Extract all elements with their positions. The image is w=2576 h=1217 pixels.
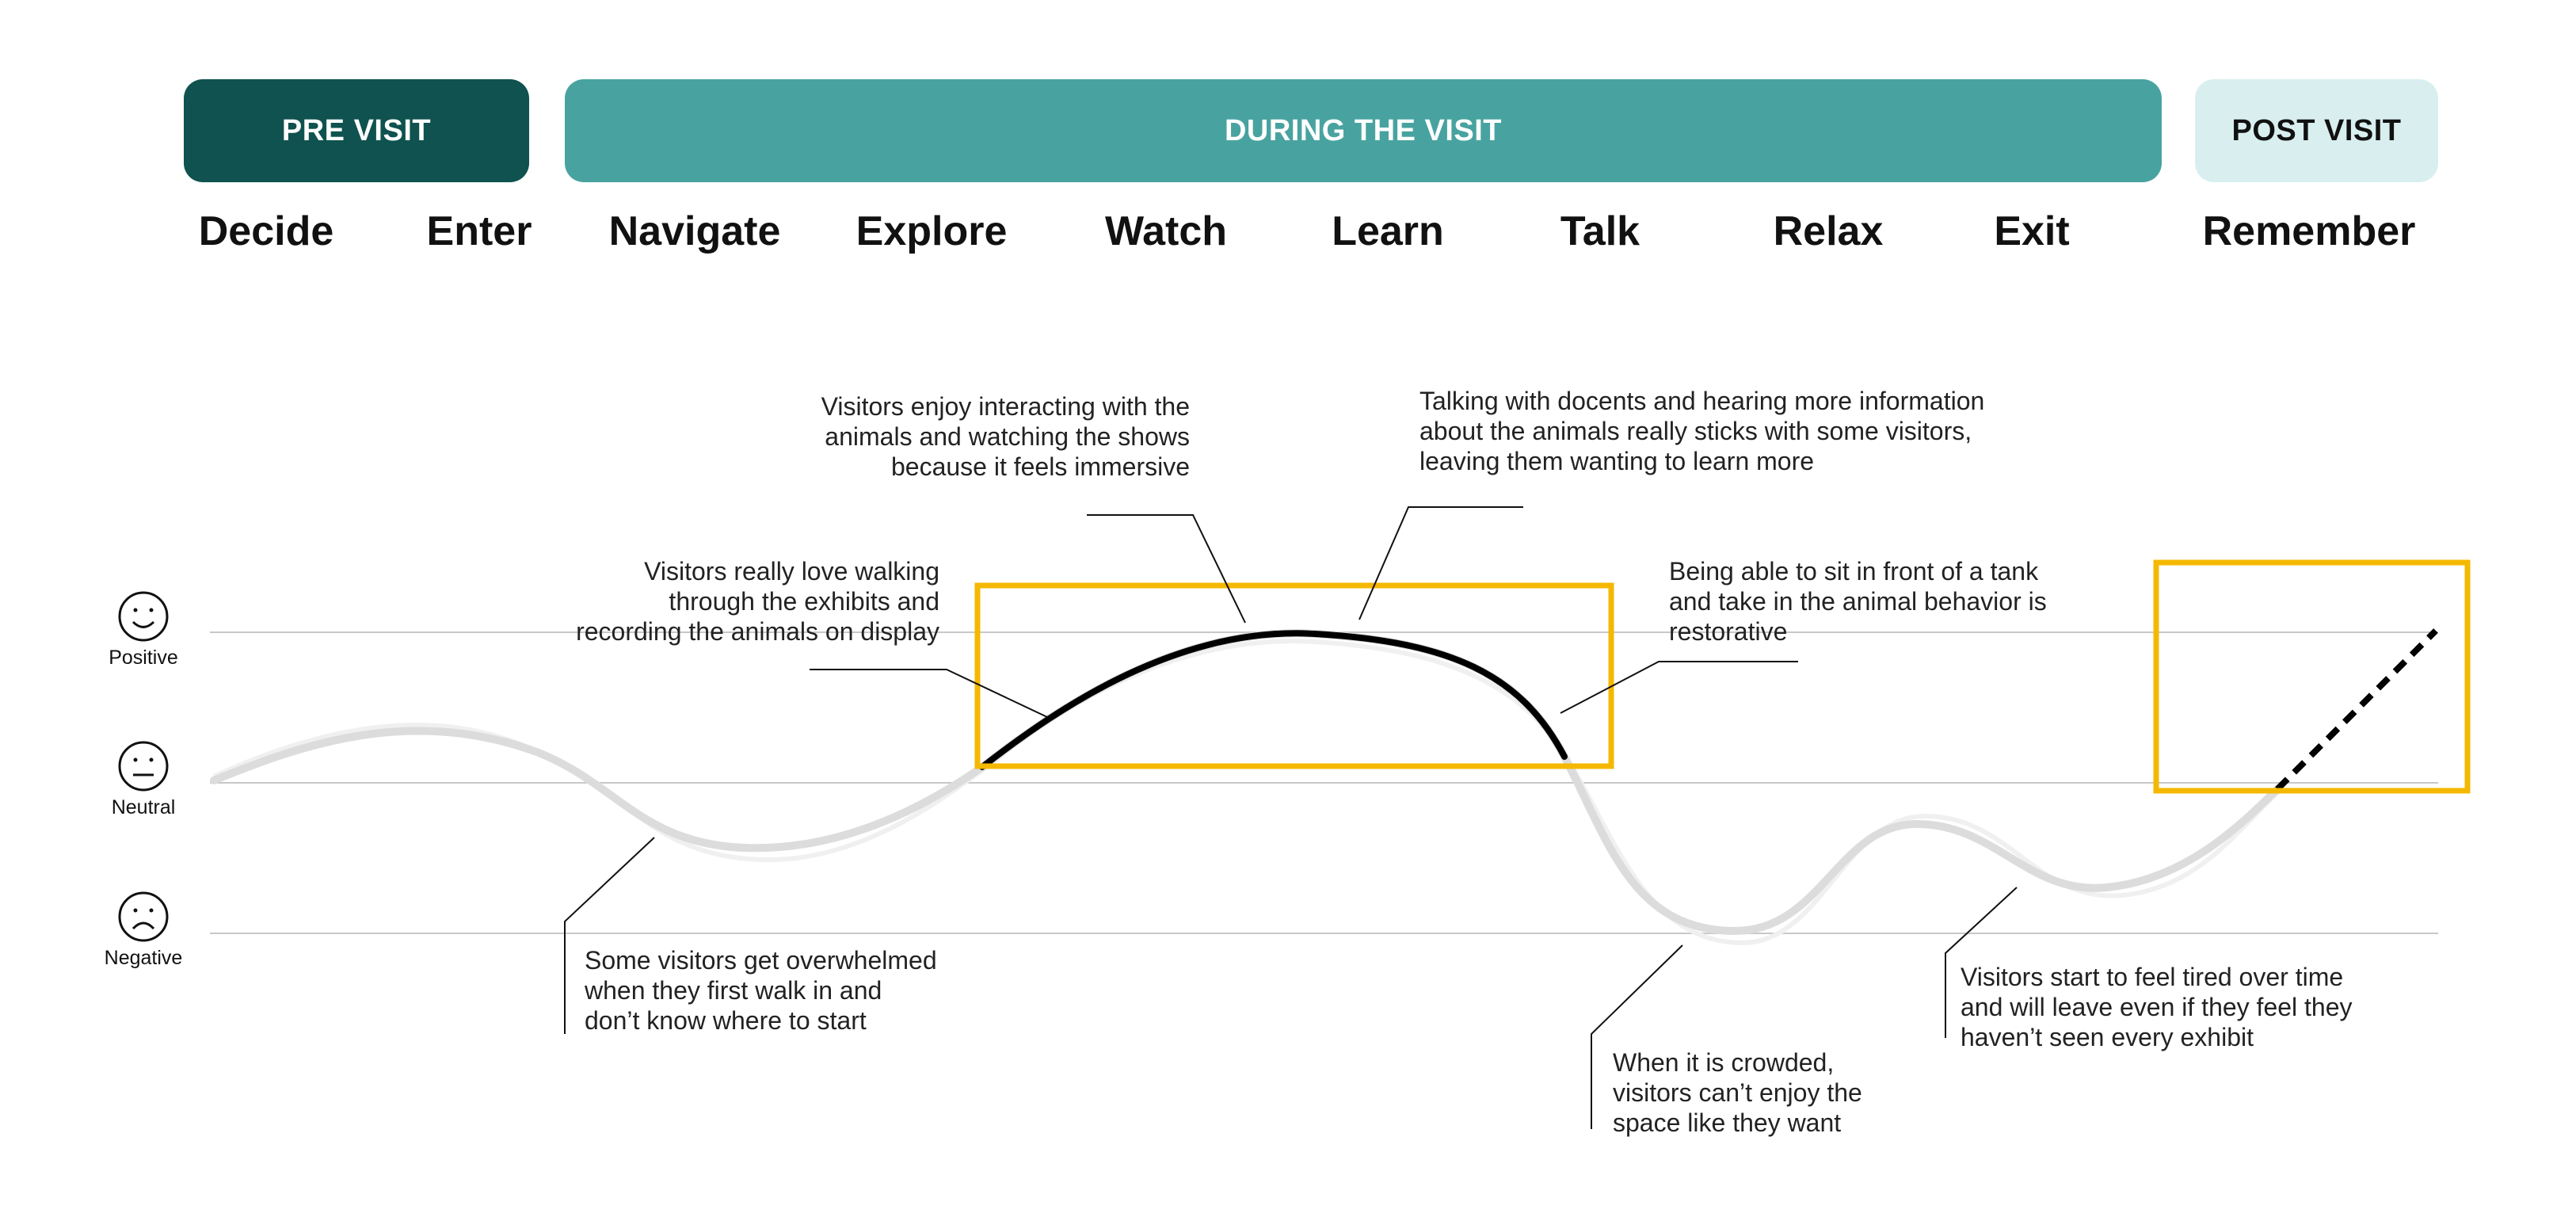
neutral-face-icon <box>118 741 169 792</box>
leader-tired <box>1945 887 2018 1038</box>
phase-post-visit: POST VISIT <box>2195 79 2438 182</box>
mood-label-positive: Positive <box>109 647 178 669</box>
annotation-immersive: Visitors enjoy interacting with the anim… <box>821 392 1190 481</box>
stage-watch: Watch <box>1104 208 1228 254</box>
annotation-crowded: When it is crowded, visitors can’t enjoy… <box>1613 1048 1862 1137</box>
annotation-tired: Visitors start to feel tired over time a… <box>1961 963 2353 1051</box>
stage-learn: Learn <box>1332 208 1444 254</box>
stage-explore: Explore <box>855 208 1008 254</box>
mood-label-negative: Negative <box>104 947 183 969</box>
stage-remember: Remember <box>2202 208 2416 254</box>
highlight-box-remember <box>2153 559 2471 794</box>
leader-docents <box>1358 506 1523 620</box>
leader-overwhelmed <box>564 837 655 1034</box>
stage-enter: Enter <box>426 208 532 254</box>
highlight-box-positive-moments <box>974 582 1614 769</box>
stage-decide: Decide <box>198 208 334 254</box>
leader-walk <box>810 669 1048 718</box>
journey-curve-shadow <box>212 639 2283 946</box>
annotation-tank: Being able to sit in front of a tank and… <box>1669 557 2047 646</box>
annotation-docents: Talking with docents and hearing more in… <box>1419 387 1985 475</box>
mood-label-neutral: Neutral <box>111 796 176 818</box>
leader-crowded <box>1591 944 1683 1129</box>
journey-curve-highlight <box>979 630 1568 770</box>
annotation-walk: Visitors really love walking through the… <box>576 557 939 646</box>
annotation-overwhelmed: Some visitors get overwhelmed when they … <box>585 946 937 1035</box>
happy-face-icon <box>118 591 169 642</box>
remember-projection <box>2275 628 2438 792</box>
sad-face-icon <box>118 891 169 942</box>
leader-tank <box>1560 661 1798 714</box>
stage-navigate: Navigate <box>608 208 781 254</box>
stage-relax: Relax <box>1773 208 1884 254</box>
phase-during-visit: DURING THE VISIT <box>565 79 2162 182</box>
stage-exit: Exit <box>1994 208 2070 254</box>
leader-immersive <box>1087 514 1246 624</box>
phase-pre-visit: PRE VISIT <box>184 79 529 182</box>
stage-talk: Talk <box>1560 208 1640 254</box>
